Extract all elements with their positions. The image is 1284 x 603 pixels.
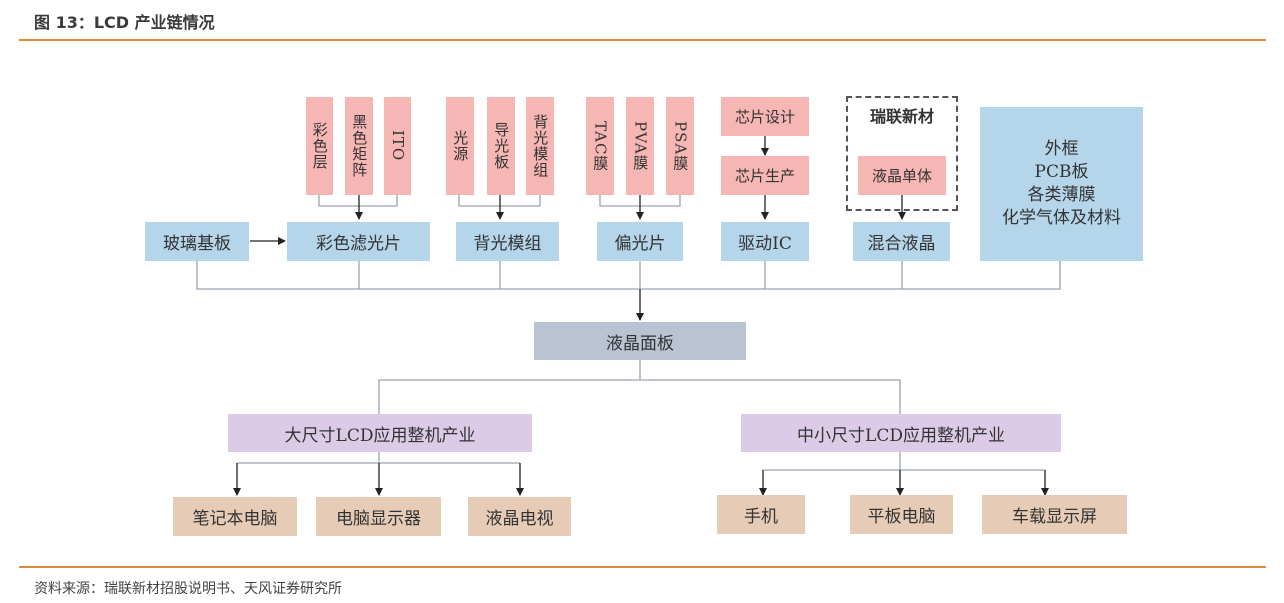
- other-materials-box: 外框 PCB板 各类薄膜 化学气体及材料: [980, 107, 1143, 261]
- product-car-display: 车载显示屏: [982, 495, 1127, 534]
- lc-monomer: 液晶单体: [858, 156, 946, 195]
- material-tac-film: TAC膜: [586, 97, 614, 195]
- other-material-chemicals: 化学气体及材料: [1002, 207, 1121, 228]
- component-polarizer: 偏光片: [597, 222, 683, 261]
- source-note: 资料来源：瑞联新材招股说明书、天风证券研究所: [34, 581, 342, 597]
- industry-small-medium-size: 中小尺寸LCD应用整机产业: [741, 414, 1061, 452]
- product-laptop: 笔记本电脑: [173, 497, 297, 536]
- lcd-panel: 液晶面板: [534, 322, 746, 360]
- component-color-filter: 彩色滤光片: [287, 222, 430, 261]
- industry-large-size: 大尺寸LCD应用整机产业: [228, 414, 532, 452]
- material-color-layer: 彩色层: [306, 97, 333, 195]
- chip-design: 芯片设计: [721, 97, 809, 136]
- ruilian-group-frame: [846, 96, 958, 211]
- product-phone: 手机: [717, 495, 805, 534]
- product-monitor: 电脑显示器: [316, 497, 441, 536]
- bottom-rule: [19, 566, 1266, 568]
- component-glass-substrate: 玻璃基板: [145, 222, 249, 261]
- other-material-pcb: PCB板: [1034, 162, 1089, 183]
- product-lcd-tv: 液晶电视: [468, 497, 571, 536]
- material-backlight-module: 背光模组: [526, 97, 554, 195]
- other-material-films: 各类薄膜: [1027, 185, 1096, 205]
- material-psa-film: PSA膜: [666, 97, 694, 195]
- chip-production: 芯片生产: [721, 156, 809, 195]
- product-tablet: 平板电脑: [850, 495, 953, 534]
- component-backlight-module: 背光模组: [456, 222, 559, 261]
- ruilian-label: 瑞联新材: [869, 107, 934, 126]
- material-light-source: 光源: [446, 97, 474, 195]
- material-black-matrix: 黑色矩阵: [345, 97, 373, 195]
- material-pva-film: PVA膜: [626, 97, 654, 195]
- top-rule: [19, 39, 1266, 41]
- component-mixed-lc: 混合液晶: [853, 222, 950, 261]
- figure-title: 图 13：LCD 产业链情况: [34, 13, 215, 32]
- other-material-frame: 外框: [1044, 139, 1079, 160]
- component-driver-ic: 驱动IC: [721, 222, 809, 261]
- material-light-guide: 导光板: [487, 97, 515, 195]
- material-ito: ITO: [384, 97, 411, 195]
